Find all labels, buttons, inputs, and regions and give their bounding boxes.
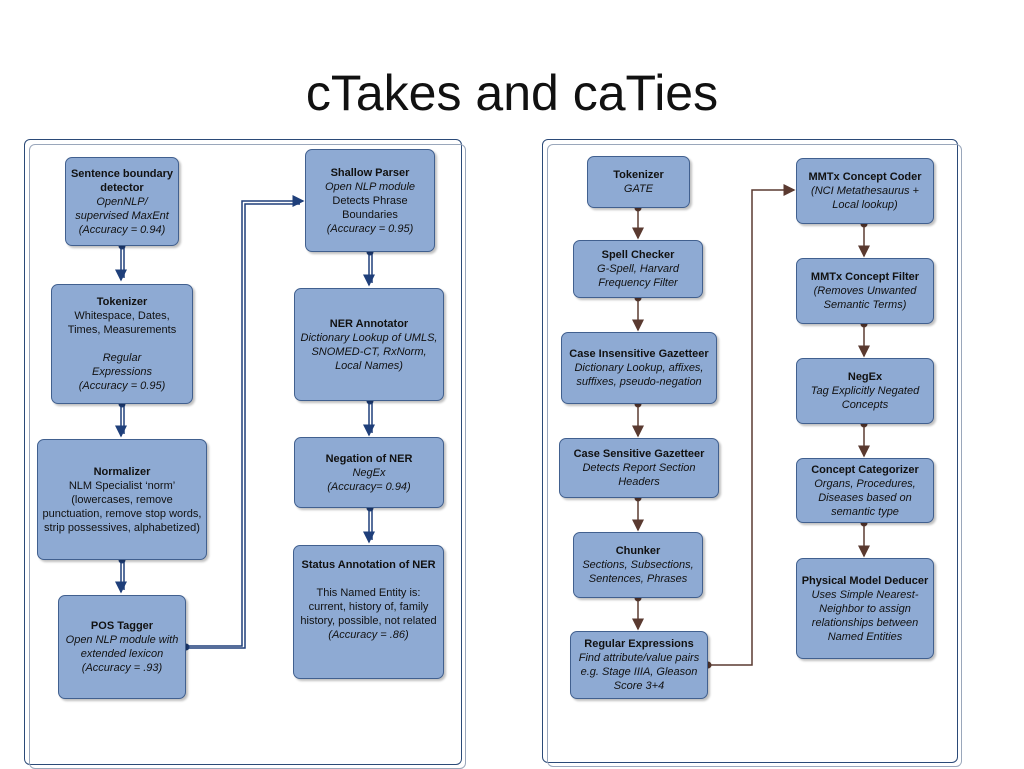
status-annotation-node: Status Annotation of NER This Named Enti… — [293, 545, 444, 679]
node-line: NLM Specialist ‘norm’ — [68, 479, 176, 492]
node-detail: (NCI Metathesaurus + Local lookup) — [811, 185, 919, 211]
regular-expressions-node: Regular Expressions Find attribute/value… — [570, 631, 708, 699]
pos-tagger-node: POS Tagger Open NLP module with extended… — [58, 595, 186, 699]
node-detail: G-Spell, Harvard Frequency Filter — [597, 263, 679, 289]
mmtx-concept-coder-node: MMTx Concept Coder (NCI Metathesaurus + … — [796, 158, 934, 224]
node-title: Tokenizer — [96, 296, 148, 308]
node-title: Tokenizer — [613, 169, 664, 181]
node-detail: Open NLP module — [324, 180, 416, 193]
node-line: Whitespace, Dates, — [74, 310, 170, 322]
ner-annotator-node: NER Annotator Dictionary Lookup of UMLS,… — [294, 288, 444, 401]
node-detail: Find attribute/value pairs e.g. Stage II… — [578, 652, 700, 692]
shallow-parser-node: Shallow Parser Open NLP module Detects P… — [305, 149, 435, 252]
slide-title: cTakes and caTies — [305, 65, 719, 121]
node-title: Regular Expressions — [584, 638, 694, 650]
node-title: Shallow Parser — [330, 166, 410, 179]
node-title: Negation of NER — [325, 452, 413, 465]
node-accuracy: (Accuracy= 0.94) — [327, 480, 411, 493]
node-detail: Tag Explicitly Negated Concepts — [810, 385, 920, 411]
node-accuracy: (Accuracy = .86) — [328, 629, 409, 641]
node-detail: Detects Report Section Headers — [582, 462, 696, 488]
node-detail: GATE — [623, 183, 654, 195]
node-method: Regular Expressions — [92, 352, 152, 378]
chunker-node: Chunker Sections, Subsections, Sentences… — [573, 532, 703, 598]
caties-tokenizer-node: Tokenizer GATE — [587, 156, 690, 208]
node-title: Case Sensitive Gazetteer — [573, 448, 705, 460]
physical-model-deducer-node: Physical Model Deducer Uses Simple Neare… — [796, 558, 934, 659]
node-title: Sentence boundary detector — [70, 167, 174, 194]
node-accuracy: (Accuracy = 0.94) — [78, 223, 166, 236]
node-detail: (Removes Unwanted Semantic Terms) — [813, 285, 917, 311]
normalizer-node: Normalizer NLM Specialist ‘norm’ (lowerc… — [37, 439, 207, 560]
node-line: (lowercases, remove punctuation, remove … — [42, 493, 202, 534]
node-line: Detects Phrase Boundaries — [332, 194, 408, 221]
node-detail: Organs, Procedures, Diseases based on se… — [814, 477, 916, 518]
node-title: Spell Checker — [601, 249, 675, 261]
node-title: MMTx Concept Coder — [808, 171, 922, 183]
concept-categorizer-node: Concept Categorizer Organs, Procedures, … — [796, 458, 934, 523]
node-title: NER Annotator — [329, 317, 409, 330]
node-line: This Named Entity is: current, history o… — [300, 587, 437, 627]
negex-node: NegEx Tag Explicitly Negated Concepts — [796, 358, 934, 424]
node-accuracy: (Accuracy = .93) — [81, 662, 163, 674]
spell-checker-node: Spell Checker G-Spell, Harvard Frequency… — [573, 240, 703, 298]
node-line: Times, Measurements — [67, 324, 177, 336]
mmtx-concept-filter-node: MMTx Concept Filter (Removes Unwanted Se… — [796, 258, 934, 324]
node-title: Physical Model Deducer — [801, 574, 929, 587]
node-title: Chunker — [615, 545, 661, 557]
case-insensitive-gazetteer-node: Case Insensitive Gazetteer Dictionary Lo… — [561, 332, 717, 404]
node-detail: OpenNLP/ supervised MaxEnt — [75, 195, 169, 222]
node-detail: Sections, Subsections, Sentences, Phrase… — [582, 559, 694, 585]
node-title: Concept Categorizer — [811, 463, 919, 476]
node-detail: Dictionary Lookup, affixes, suffixes, ps… — [574, 362, 704, 388]
node-title: NegEx — [847, 371, 883, 383]
case-sensitive-gazetteer-node: Case Sensitive Gazetteer Detects Report … — [559, 438, 719, 498]
node-title: Status Annotation of NER — [301, 559, 436, 571]
node-detail: NegEx — [352, 466, 386, 479]
negation-of-ner-node: Negation of NER NegEx (Accuracy= 0.94) — [294, 437, 444, 508]
node-detail: Uses Simple Nearest-Neighbor to assign r… — [811, 588, 919, 643]
tokenizer-node: Tokenizer Whitespace, Dates, Times, Meas… — [51, 284, 193, 404]
node-detail: Open NLP module with extended lexicon — [65, 634, 179, 660]
node-accuracy: (Accuracy = 0.95) — [326, 222, 414, 235]
sentence-boundary-detector-node: Sentence boundary detector OpenNLP/ supe… — [65, 157, 179, 246]
node-title: Normalizer — [93, 465, 151, 478]
node-title: MMTx Concept Filter — [810, 271, 920, 283]
node-title: Case Insensitive Gazetteer — [569, 348, 709, 360]
node-accuracy: (Accuracy = 0.95) — [78, 380, 166, 392]
node-detail: Dictionary Lookup of UMLS, SNOMED-CT, Rx… — [300, 331, 438, 372]
node-title: POS Tagger — [90, 620, 154, 632]
